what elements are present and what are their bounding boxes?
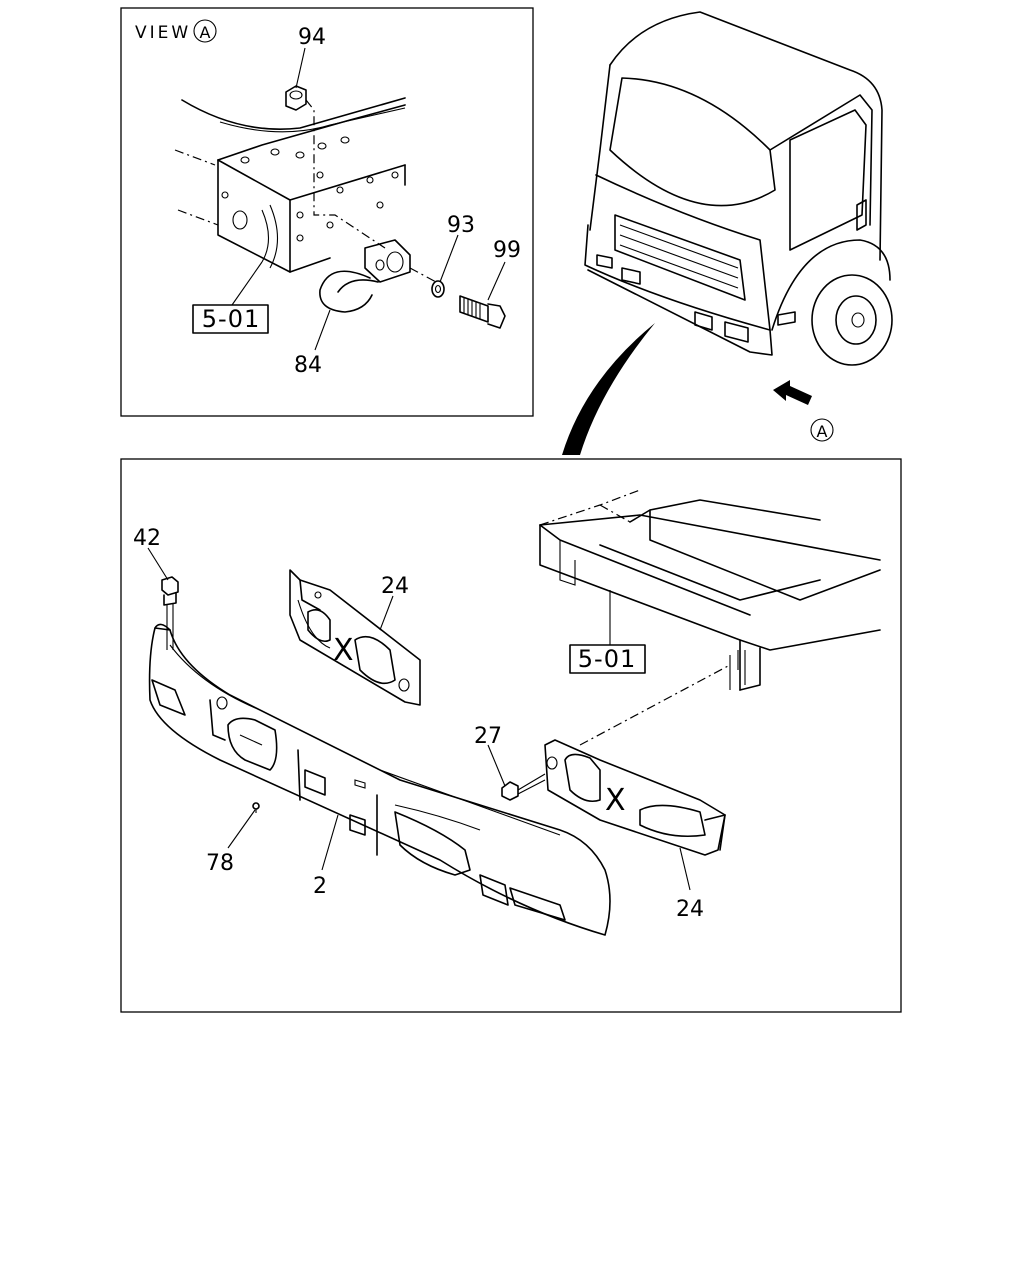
leader-94 xyxy=(295,47,306,89)
part-label-78: 78 xyxy=(206,851,234,876)
ref-leader-upper xyxy=(231,261,263,306)
view-marker: A xyxy=(193,19,217,43)
leader-99 xyxy=(487,261,506,301)
part-label-24-left: 24 xyxy=(381,574,409,599)
ref-box-lower xyxy=(569,644,646,674)
leader-42 xyxy=(147,547,169,581)
nut-94 xyxy=(285,85,386,249)
part-label-93: 93 xyxy=(447,213,475,238)
chassis-frame-lower xyxy=(539,489,881,691)
detail-pointer-curve xyxy=(562,323,655,455)
part-label-99: 99 xyxy=(493,238,521,263)
part-label-42: 42 xyxy=(133,526,161,551)
clip-78 xyxy=(252,802,260,813)
leader-84 xyxy=(314,309,331,351)
ref-label-lower: 5-01 xyxy=(578,645,636,673)
svg-text:X: X xyxy=(333,633,354,668)
ref-label-upper: 5-01 xyxy=(202,305,260,333)
front-bumper-2 xyxy=(148,623,611,936)
leader-27 xyxy=(487,744,506,787)
leader-78 xyxy=(227,809,256,849)
part-label-27: 27 xyxy=(474,724,502,749)
bolt-27 xyxy=(501,773,546,801)
view-direction-arrow xyxy=(773,380,812,405)
part-label-24-right: 24 xyxy=(676,897,704,922)
svg-text:X: X xyxy=(605,783,626,818)
bumper-detail-frame xyxy=(120,458,902,1013)
bolt-42 xyxy=(161,576,179,650)
leader-93 xyxy=(439,234,459,283)
view-a-frame xyxy=(120,7,534,417)
part-label-94: 94 xyxy=(298,25,326,50)
chassis-frame-rail xyxy=(174,97,406,273)
leader-2 xyxy=(321,814,339,871)
bolt-99 xyxy=(409,267,506,329)
truck-cab-illustration xyxy=(584,11,893,366)
leader-24-left xyxy=(379,595,394,631)
leader-24-right xyxy=(679,847,691,891)
tow-hook-84 xyxy=(319,239,411,313)
svg-text:A: A xyxy=(200,23,211,42)
ref-box-upper xyxy=(192,304,269,334)
part-label-2: 2 xyxy=(313,874,327,899)
svg-text:A: A xyxy=(817,422,828,441)
bumper-bracket-24-left: X xyxy=(289,569,421,706)
callout-marker: A xyxy=(810,418,834,442)
part-label-84: 84 xyxy=(294,353,322,378)
view-title: VIEW xyxy=(135,23,191,43)
washer-93 xyxy=(431,280,445,298)
bumper-bracket-24-right: X xyxy=(544,665,729,856)
